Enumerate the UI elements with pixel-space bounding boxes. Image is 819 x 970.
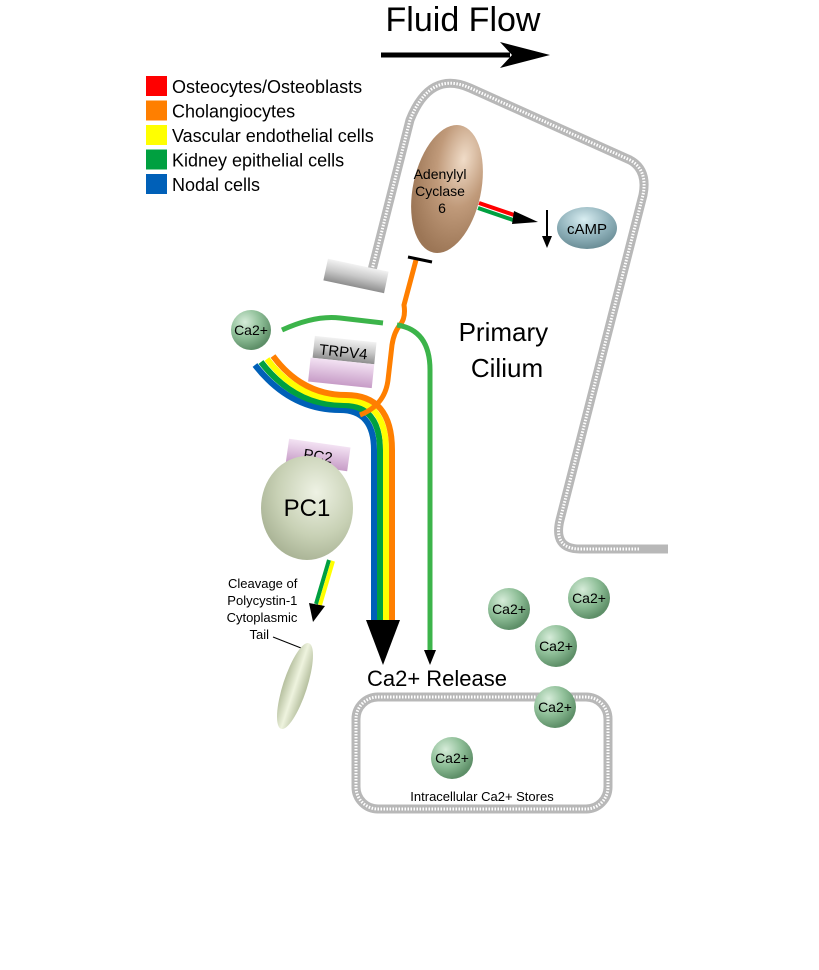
ca-release-label: Ca2+ Release: [367, 666, 507, 691]
legend-label: Kidney epithelial cells: [172, 151, 344, 171]
legend-swatch: [146, 125, 167, 145]
cilium-membrane: [175, 78, 668, 554]
ac6-line-2: Cyclase: [415, 183, 465, 199]
legend-swatch: [146, 76, 167, 96]
ca-ion-label: Ca2+: [492, 601, 526, 617]
ac6-line-3: 6: [438, 200, 446, 216]
orange-inhibition-path: [358, 255, 433, 418]
adenylyl-cyclase-6: Adenylyl Cyclase 6: [411, 125, 483, 253]
legend-swatch: [146, 149, 167, 170]
ca-ion: Ca2+: [431, 737, 473, 779]
cleavage-line-1: Cleavage of: [228, 576, 298, 591]
trpv4-label: TRPV4: [318, 341, 368, 363]
primary-cilium-line-2: Cilium: [471, 353, 543, 383]
cleavage-label: Cleavage of Polycystin-1 Cytoplasmic Tai…: [227, 576, 302, 649]
ac6-line-1: Adenylyl: [414, 166, 467, 182]
intracellular-stores-membrane: [351, 692, 613, 814]
cleavage-arrow: [309, 559, 335, 622]
ca-ion: Ca2+: [231, 310, 271, 350]
cleavage-line-3: Cytoplasmic: [227, 610, 298, 625]
basal-body: [323, 258, 389, 294]
cleavage-line-2: Polycystin-1: [227, 593, 297, 608]
ca-ion: Ca2+: [534, 686, 576, 728]
pc1-cytoplasmic-tail: [277, 643, 313, 729]
primary-cilium-label: Primary Cilium: [459, 317, 556, 383]
ca-ion-label: Ca2+: [538, 699, 572, 715]
ca-ion-label: Ca2+: [234, 322, 268, 338]
ca-ion: Ca2+: [568, 577, 610, 619]
fluid-flow-arrow: [381, 42, 550, 68]
legend-label: Nodal cells: [172, 175, 260, 195]
ca-ion-label: Ca2+: [435, 750, 469, 766]
camp-molecule: cAMP: [557, 207, 617, 249]
cleavage-line-4: Tail: [249, 627, 269, 642]
legend-swatch: [146, 174, 167, 194]
legend-label: Cholangiocytes: [172, 102, 295, 122]
ca-ion-label: Ca2+: [572, 590, 606, 606]
svg-text:Adenylyl Cyclase 6: Adenylyl Cyclase 6: [414, 166, 471, 216]
ca-ion-label: Ca2+: [539, 638, 573, 654]
pc1-label: PC1: [284, 495, 331, 522]
ca-ion: Ca2+: [488, 588, 530, 630]
rainbow-pathway: [252, 354, 400, 665]
svg-text:Cleavage of Polycystin-1: Cleavage of Polycystin-1 Cytoplasmic Tai…: [227, 576, 301, 642]
ca-spheres: Ca2+ Ca2+ Ca2+ Ca2+ Ca2+ Ca2+: [231, 310, 610, 779]
legend-label: Osteocytes/Osteoblasts: [172, 77, 362, 97]
legend: Osteocytes/OsteoblastsCholangiocytesVasc…: [146, 76, 374, 195]
intracellular-stores-label: Intracellular Ca2+ Stores: [410, 789, 554, 804]
legend-label: Vascular endothelial cells: [172, 126, 374, 146]
ca-ion: Ca2+: [535, 625, 577, 667]
green-pathway: [280, 315, 436, 665]
camp-label: cAMP: [567, 221, 607, 238]
pc1-protein: PC1: [261, 456, 353, 560]
fluid-flow-title: Fluid Flow: [386, 1, 541, 39]
ac6-camp-arrow: [477, 201, 552, 248]
trpv4-channel: TRPV4: [308, 335, 377, 389]
legend-swatch: [146, 100, 167, 121]
primary-cilium-line-1: Primary: [459, 317, 549, 347]
